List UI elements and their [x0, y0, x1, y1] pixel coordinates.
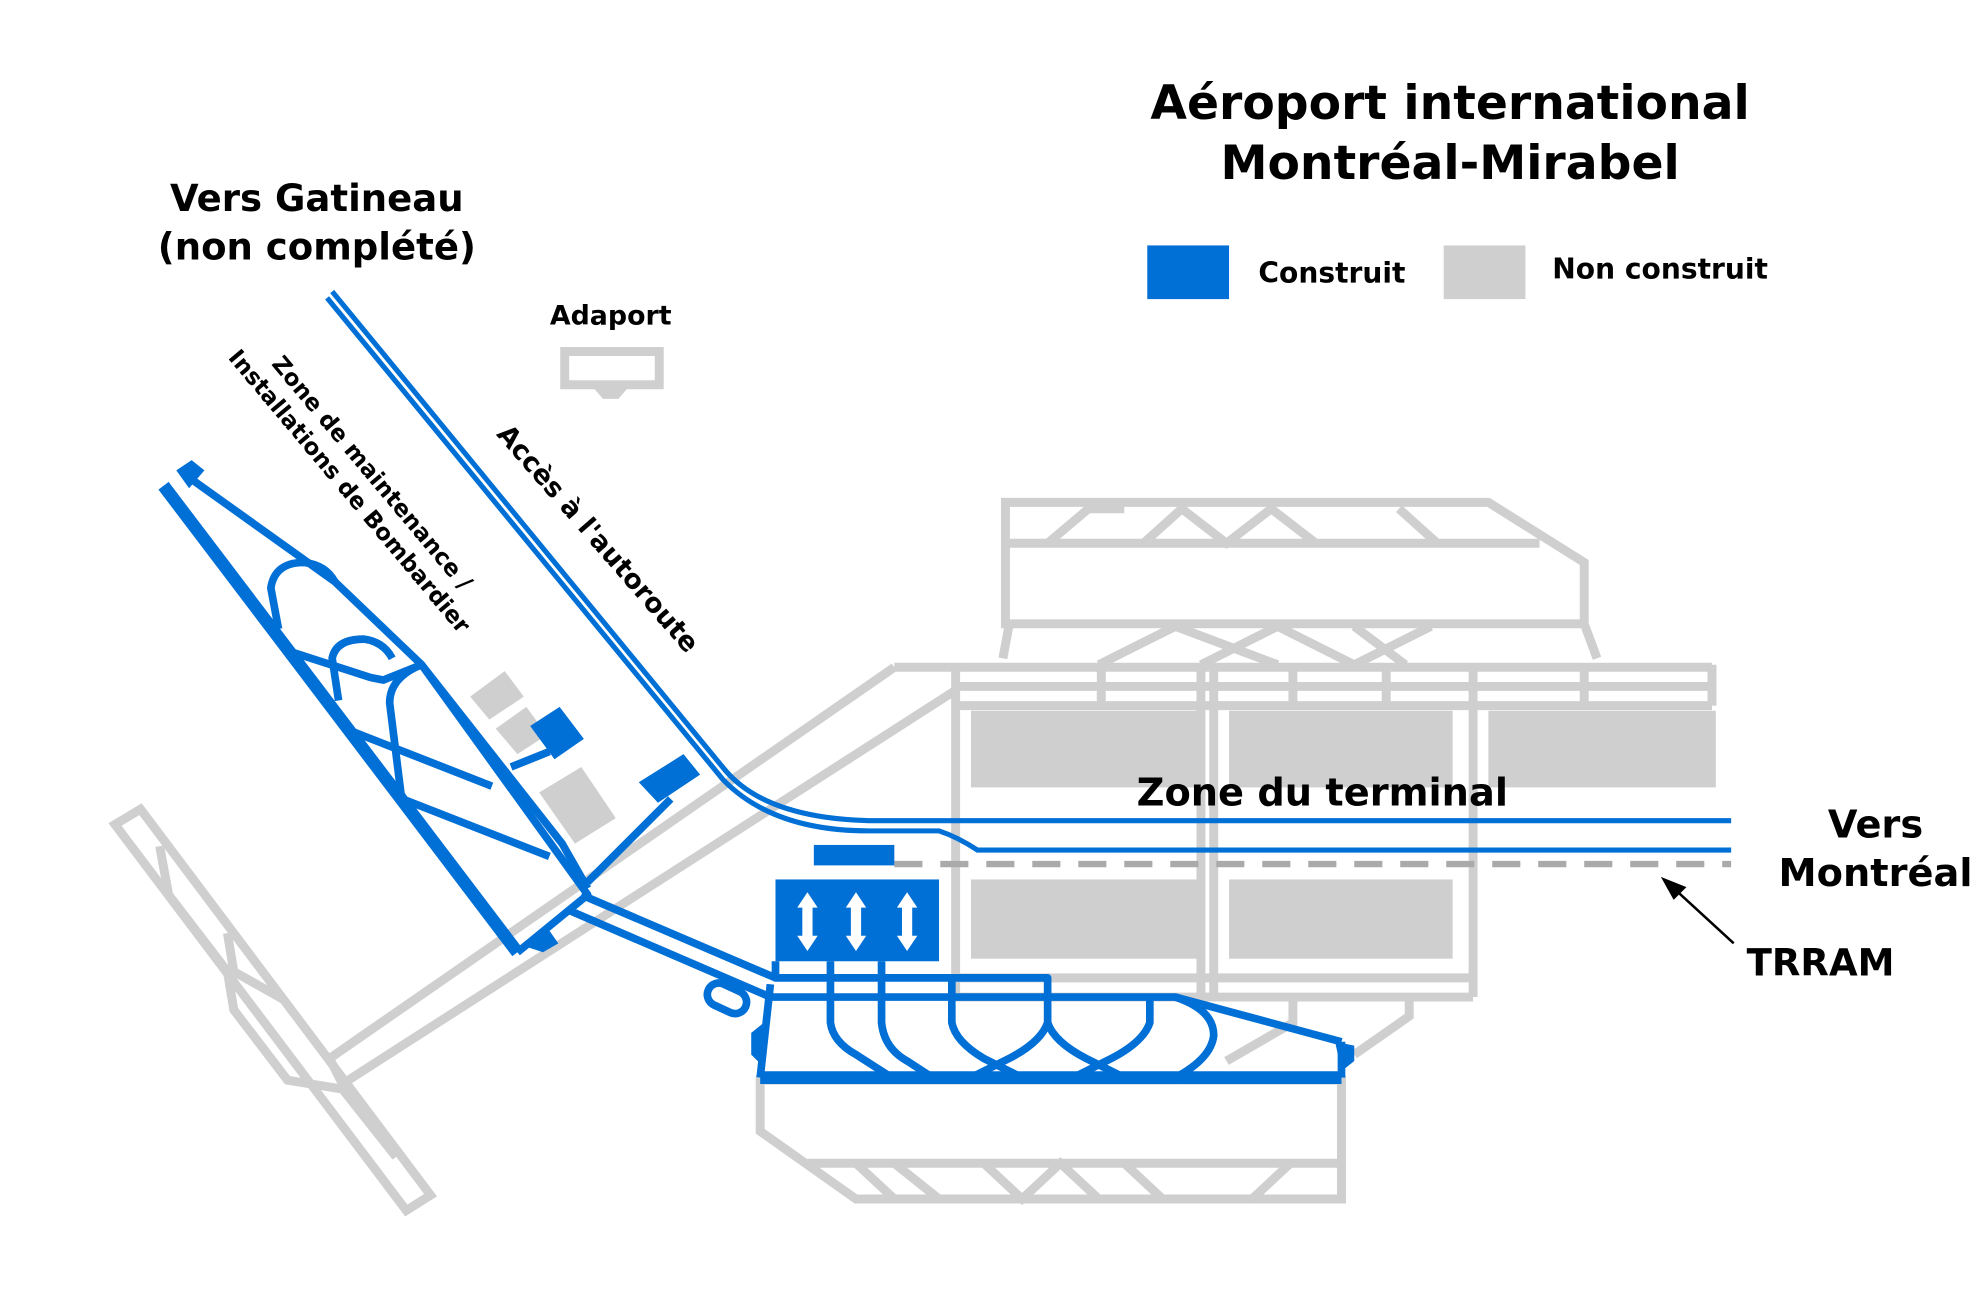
legend-label-built: Construit [1258, 256, 1405, 289]
label-montreal-line2: Montréal [1779, 851, 1973, 896]
unbuilt-terminal-grid [894, 662, 1717, 1065]
map-title-line1: Aéroport international [1150, 76, 1749, 131]
built-apron [751, 961, 1355, 1084]
unbuilt-block [1229, 879, 1453, 959]
built-maintenance-building [638, 754, 701, 803]
legend-label-unbuilt: Non construit [1552, 253, 1768, 286]
unbuilt-maintenance-buildings [470, 671, 616, 844]
built-infrastructure [158, 460, 1355, 1084]
unbuilt-infrastructure [108, 497, 1717, 1217]
unbuilt-runway-south [755, 1075, 1346, 1206]
terminal-double-arrows [797, 892, 918, 952]
highway-access-road [325, 289, 1732, 853]
label-adaport: Adaport [550, 301, 672, 332]
label-trram: TRRAM [1747, 941, 1895, 984]
unbuilt-runway-north [998, 497, 1602, 670]
unbuilt-block [970, 710, 1198, 788]
map-title-line2: Montréal-Mirabel [1220, 136, 1679, 191]
adaport-building [560, 347, 664, 399]
legend-swatch-unbuilt [1443, 245, 1526, 300]
double-arrow-icon [845, 892, 867, 952]
label-terminal-zone: Zone du terminal [1137, 770, 1508, 815]
label-gatineau-line1: Vers Gatineau [170, 177, 464, 220]
unbuilt-block [1229, 710, 1453, 788]
built-terminal-annex [813, 844, 895, 866]
double-arrow-icon [896, 892, 918, 952]
trram-arrow-icon [1660, 876, 1735, 945]
unbuilt-runway-southwest [108, 803, 438, 1217]
unbuilt-taxiway-diagonal [325, 663, 959, 1088]
unbuilt-block [1488, 710, 1716, 788]
built-maintenance-building [530, 706, 584, 760]
label-gatineau-line2: (non complété) [158, 225, 476, 268]
legend-swatch-built [1147, 245, 1230, 300]
built-runway-northwest [158, 460, 592, 957]
built-link-taxiway [509, 748, 778, 1018]
unbuilt-block [970, 879, 1198, 959]
double-arrow-icon [797, 892, 818, 952]
label-montreal-line1: Vers [1828, 802, 1923, 847]
